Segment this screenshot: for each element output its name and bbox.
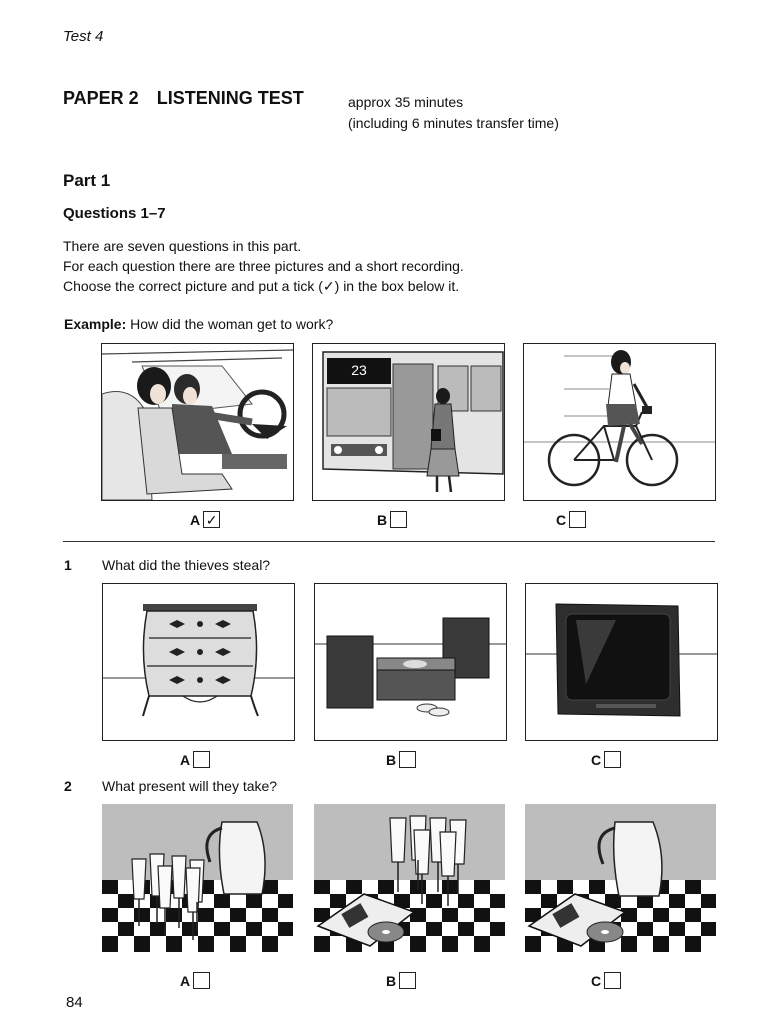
- example-option-a[interactable]: A ✓: [190, 511, 221, 528]
- answer-checkbox[interactable]: [569, 511, 587, 528]
- question-number: 2: [64, 778, 72, 794]
- answer-checkbox[interactable]: [193, 751, 211, 768]
- page-number: 84: [66, 994, 83, 1011]
- bicycle-illustration: [524, 344, 715, 500]
- divider: [63, 541, 715, 542]
- option-letter: C: [591, 751, 602, 768]
- example-text: How did the woman get to work?: [130, 316, 334, 332]
- picture-glasses-and-dvd[interactable]: [314, 804, 505, 952]
- instruction-line: For each question there are three pictur…: [63, 258, 464, 274]
- answer-checkbox[interactable]: [604, 972, 622, 989]
- bus-illustration: 23: [313, 344, 504, 500]
- instruction-line: Choose the correct picture and put a tic…: [63, 278, 460, 294]
- stereo-illustration: [315, 584, 506, 740]
- answer-checkbox[interactable]: [604, 751, 622, 768]
- picture-woman-at-bus[interactable]: 23: [312, 343, 505, 501]
- chest-of-drawers-illustration: [103, 584, 294, 740]
- television-illustration: [526, 584, 717, 740]
- question-2-option-c[interactable]: C: [591, 972, 622, 989]
- glasses-dvd-illustration: [314, 804, 505, 952]
- questions-heading: Questions 1–7: [63, 205, 166, 222]
- question-1-option-b[interactable]: B: [386, 751, 417, 768]
- example-question: Example: How did the woman get to work?: [64, 316, 333, 332]
- picture-glasses-and-jug[interactable]: [102, 804, 293, 952]
- picture-television[interactable]: [525, 583, 718, 741]
- example-option-c[interactable]: C: [556, 511, 587, 528]
- glasses-jug-illustration: [102, 804, 293, 952]
- picture-woman-on-bicycle[interactable]: [523, 343, 716, 501]
- question-1-option-c[interactable]: C: [591, 751, 622, 768]
- paper-heading: PAPER 2 LISTENING TEST: [63, 88, 304, 109]
- question-2-option-a[interactable]: A: [180, 972, 211, 989]
- answer-checkbox[interactable]: [193, 972, 211, 989]
- example-label: Example:: [64, 316, 127, 332]
- option-letter: A: [180, 751, 191, 768]
- example-option-b[interactable]: B: [377, 511, 408, 528]
- question-text: What did the thieves steal?: [102, 557, 271, 573]
- answer-checkbox[interactable]: ✓: [203, 511, 221, 528]
- jug-dvd-illustration: [525, 804, 716, 952]
- option-letter: C: [591, 972, 602, 989]
- option-letter: A: [190, 511, 201, 528]
- bus-number: 23: [351, 362, 367, 378]
- picture-chest-of-drawers[interactable]: [102, 583, 295, 741]
- picture-jug-and-dvd[interactable]: [525, 804, 716, 952]
- option-letter: B: [386, 751, 397, 768]
- picture-stereo-system[interactable]: [314, 583, 507, 741]
- question-text: What present will they take?: [102, 778, 278, 794]
- question-1-option-a[interactable]: A: [180, 751, 211, 768]
- option-letter: B: [377, 511, 388, 528]
- instructions: There are seven questions in this part. …: [63, 236, 464, 296]
- running-title: Test 4: [63, 28, 104, 45]
- duration-note: (including 6 minutes transfer time): [348, 115, 559, 131]
- answer-checkbox[interactable]: [390, 511, 408, 528]
- part-heading: Part 1: [63, 171, 111, 190]
- question-2-option-b[interactable]: B: [386, 972, 417, 989]
- instruction-line: There are seven questions in this part.: [63, 238, 302, 254]
- paper-duration: approx 35 minutes (including 6 minutes t…: [348, 92, 559, 134]
- answer-checkbox[interactable]: [399, 972, 417, 989]
- option-letter: A: [180, 972, 191, 989]
- car-illustration: [102, 344, 293, 500]
- option-letter: C: [556, 511, 567, 528]
- paper-label: PAPER 2: [63, 88, 139, 108]
- answer-checkbox[interactable]: [399, 751, 417, 768]
- picture-woman-in-car[interactable]: [101, 343, 294, 501]
- paper-title: LISTENING TEST: [156, 88, 304, 108]
- option-letter: B: [386, 972, 397, 989]
- question-number: 1: [64, 557, 72, 573]
- duration-text: approx 35 minutes: [348, 94, 464, 110]
